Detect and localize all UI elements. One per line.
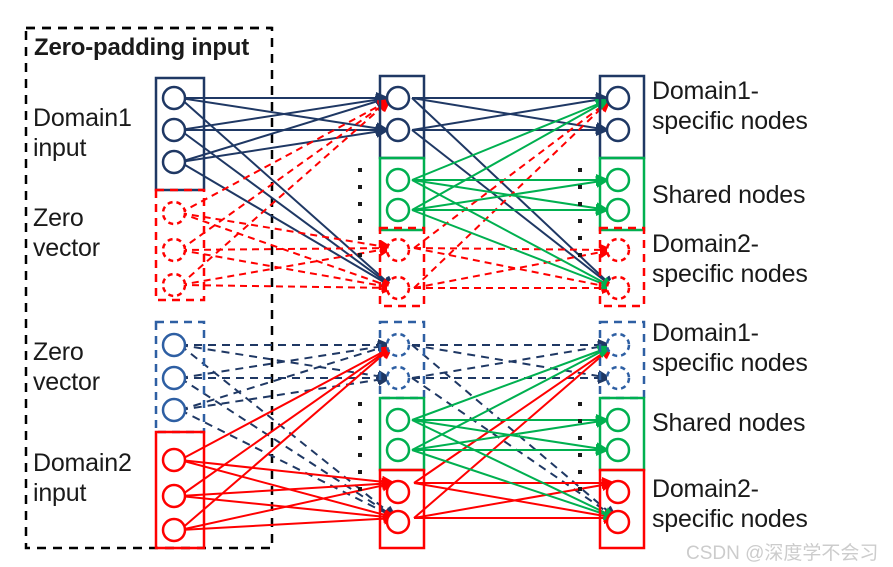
- csdn-watermark: CSDN @深度学不会习: [686, 543, 879, 564]
- output-top-shared-box: [598, 156, 646, 232]
- label-top-shared-nodes: Shared nodes: [652, 181, 806, 209]
- node-zero-vector-top-1: [161, 200, 187, 226]
- label-bottom-domain2-specific-nodes: Domain2- specific nodes: [652, 475, 808, 533]
- domain2-input-group-box: [154, 430, 206, 550]
- node-hidden-top-shared-1: [385, 167, 411, 193]
- node-output-bottom-shared-1: [605, 407, 631, 433]
- output-bottom-domain2-box: [598, 468, 646, 550]
- node-hidden-bottom-d2-1: [385, 479, 411, 505]
- edges-top-red-dashed: [179, 98, 396, 294]
- ellipsis-output-top: [578, 168, 582, 257]
- output-top-domain2-box: [598, 226, 646, 308]
- node-hidden-bottom-d1-2: [385, 365, 411, 391]
- node-zero-vector-top-2: [161, 237, 187, 263]
- node-output-top-d1-1: [605, 85, 631, 111]
- node-output-bottom-d2-1: [605, 479, 631, 505]
- node-zero-vector-bottom-2: [161, 365, 187, 391]
- node-hidden-top-shared-2: [385, 197, 411, 223]
- node-zero-vector-bottom-1: [161, 332, 187, 358]
- node-hidden-bottom-shared-1: [385, 407, 411, 433]
- label-bottom-domain1-specific-nodes: Domain1- specific nodes: [652, 319, 808, 377]
- edges-bottom-navy-dashed: [179, 339, 398, 520]
- node-output-bottom-d1-2: [605, 365, 631, 391]
- hidden-layer-bottom: [378, 320, 426, 550]
- output-layer-bottom: [598, 320, 646, 550]
- zero-padding-input-outer-box: [24, 26, 274, 550]
- hidden-top-shared-box: [378, 156, 426, 232]
- label-zero-vector-top: Zero vector: [33, 204, 100, 262]
- node-hidden-top-d2-1: [385, 237, 411, 263]
- node-output-top-d2-2: [605, 275, 631, 301]
- hidden-top-domain2-box: [378, 226, 426, 308]
- node-zero-vector-bottom-3: [161, 397, 187, 423]
- hidden-layer-top: [378, 74, 426, 308]
- edges-top-green: [411, 98, 616, 290]
- label-top-domain1-specific-nodes: Domain1- specific nodes: [652, 77, 808, 135]
- hidden-bottom-domain2-box: [378, 468, 426, 550]
- zero-padding-input-title: Zero-padding input: [34, 34, 250, 61]
- label-bottom-shared-nodes: Shared nodes: [652, 409, 806, 437]
- node-hidden-top-d1-2: [385, 117, 411, 143]
- edges-bottom-red: [179, 345, 398, 531]
- node-domain2-input-1: [161, 447, 187, 473]
- node-output-bottom-d2-2: [605, 509, 631, 535]
- node-hidden-bottom-d2-2: [385, 509, 411, 535]
- node-domain1-input-1: [161, 85, 187, 111]
- domain1-input-group-box: [154, 76, 206, 192]
- node-domain2-input-3: [161, 517, 187, 543]
- edges-top-navy: [179, 92, 396, 290]
- input-layer-top: [154, 76, 206, 302]
- node-zero-vector-top-3: [161, 272, 187, 298]
- node-output-top-d1-2: [605, 117, 631, 143]
- zero-vector-top-group-box: [154, 188, 206, 302]
- node-domain1-input-2: [161, 117, 187, 143]
- label-zero-vector-bottom: Zero vector: [33, 338, 100, 396]
- ellipsis-output-bottom: [578, 402, 582, 491]
- node-output-top-shared-2: [605, 197, 631, 223]
- node-output-bottom-d1-1: [605, 332, 631, 358]
- ellipsis-hidden-bottom: [358, 402, 362, 491]
- node-hidden-bottom-shared-2: [385, 437, 411, 463]
- ellipsis-hidden-top: [358, 168, 362, 257]
- label-domain2-input: Domain2 input: [33, 449, 132, 507]
- node-output-top-shared-1: [605, 167, 631, 193]
- node-output-top-d2-1: [605, 237, 631, 263]
- node-domain1-input-3: [161, 149, 187, 175]
- label-domain1-input: Domain1 input: [33, 104, 132, 162]
- node-hidden-top-d1-1: [385, 85, 411, 111]
- input-layer-bottom: [154, 320, 206, 550]
- edges-bottom-green: [411, 345, 618, 520]
- label-top-domain2-specific-nodes: Domain2- specific nodes: [652, 230, 808, 288]
- node-hidden-bottom-d1-1: [385, 332, 411, 358]
- output-layer-top: [598, 74, 646, 308]
- node-hidden-top-d2-2: [385, 275, 411, 301]
- node-domain2-input-2: [161, 483, 187, 509]
- node-output-bottom-shared-2: [605, 437, 631, 463]
